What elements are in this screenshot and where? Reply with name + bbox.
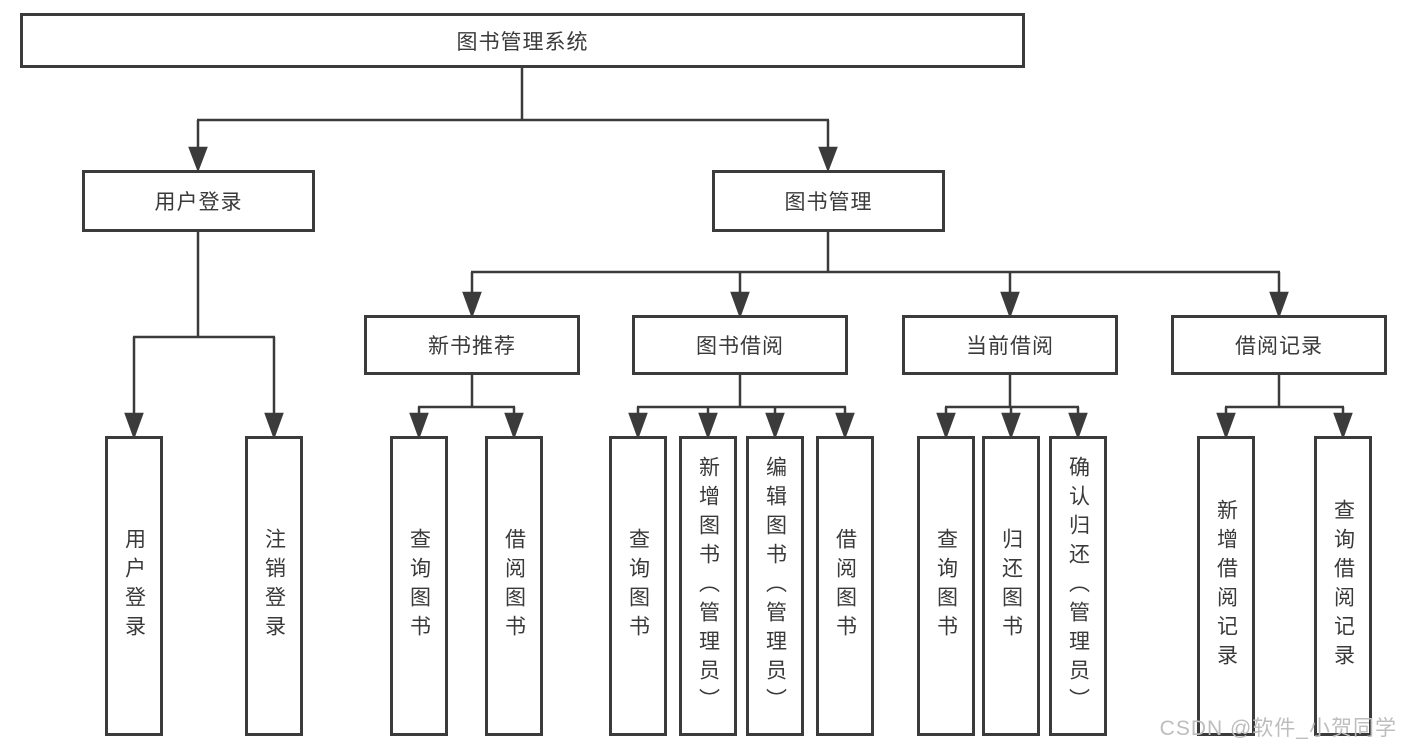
leaf-query-borrow-record-label: 查询借阅记录 — [1331, 499, 1355, 673]
node-current-borrow-label: 当前借阅 — [966, 335, 1054, 358]
leaf-user-login: 用户登录 — [105, 436, 163, 736]
leaf-query-books-recommend: 查询图书 — [390, 436, 448, 736]
leaf-borrow-books-recommend: 借阅图书 — [485, 436, 543, 736]
leaf-edit-book-admin: 编辑图书（管理员） — [746, 436, 804, 736]
leaf-query-books-borrow-label: 查询图书 — [626, 528, 650, 644]
leaf-confirm-return-admin: 确认归还（管理员） — [1049, 436, 1107, 736]
node-user-login: 用户登录 — [82, 170, 315, 232]
leaf-user-login-label: 用户登录 — [122, 528, 146, 644]
leaf-borrow-books-recommend-label: 借阅图书 — [502, 528, 526, 644]
leaf-logout-label: 注销登录 — [262, 528, 286, 644]
node-book-borrow: 图书借阅 — [632, 315, 848, 375]
leaf-query-books-recommend-label: 查询图书 — [407, 528, 431, 644]
leaf-add-book-admin: 新增图书（管理员） — [679, 436, 737, 736]
node-borrow-records-label: 借阅记录 — [1235, 335, 1323, 358]
node-current-borrow: 当前借阅 — [902, 315, 1118, 375]
leaf-query-books-current-label: 查询图书 — [934, 528, 958, 644]
leaf-return-book-label: 归还图书 — [999, 528, 1023, 644]
leaf-query-borrow-record: 查询借阅记录 — [1314, 436, 1372, 736]
node-book-management: 图书管理 — [712, 170, 945, 232]
leaf-borrow-books-label: 借阅图书 — [833, 528, 857, 644]
leaf-edit-book-admin-label: 编辑图书（管理员） — [763, 455, 787, 717]
node-book-management-label: 图书管理 — [784, 191, 873, 214]
node-new-book-recommend-label: 新书推荐 — [428, 335, 516, 358]
node-root-label: 图书管理系统 — [456, 30, 589, 54]
leaf-confirm-return-admin-label: 确认归还（管理员） — [1066, 455, 1090, 717]
node-book-borrow-label: 图书借阅 — [696, 335, 784, 358]
leaf-query-books-current: 查询图书 — [917, 436, 975, 736]
leaf-add-borrow-record: 新增借阅记录 — [1197, 436, 1255, 736]
leaf-query-books-borrow: 查询图书 — [609, 436, 667, 736]
node-root: 图书管理系统 — [20, 13, 1025, 68]
node-user-login-label: 用户登录 — [154, 191, 243, 214]
leaf-logout: 注销登录 — [245, 436, 303, 736]
leaf-return-book: 归还图书 — [982, 436, 1040, 736]
leaf-add-book-admin-label: 新增图书（管理员） — [696, 455, 720, 717]
leaf-borrow-books: 借阅图书 — [816, 436, 874, 736]
leaf-add-borrow-record-label: 新增借阅记录 — [1214, 499, 1238, 673]
node-new-book-recommend: 新书推荐 — [364, 315, 580, 375]
csdn-watermark: CSDN @软件_小贺同学 — [1159, 717, 1397, 740]
node-borrow-records: 借阅记录 — [1171, 315, 1387, 375]
